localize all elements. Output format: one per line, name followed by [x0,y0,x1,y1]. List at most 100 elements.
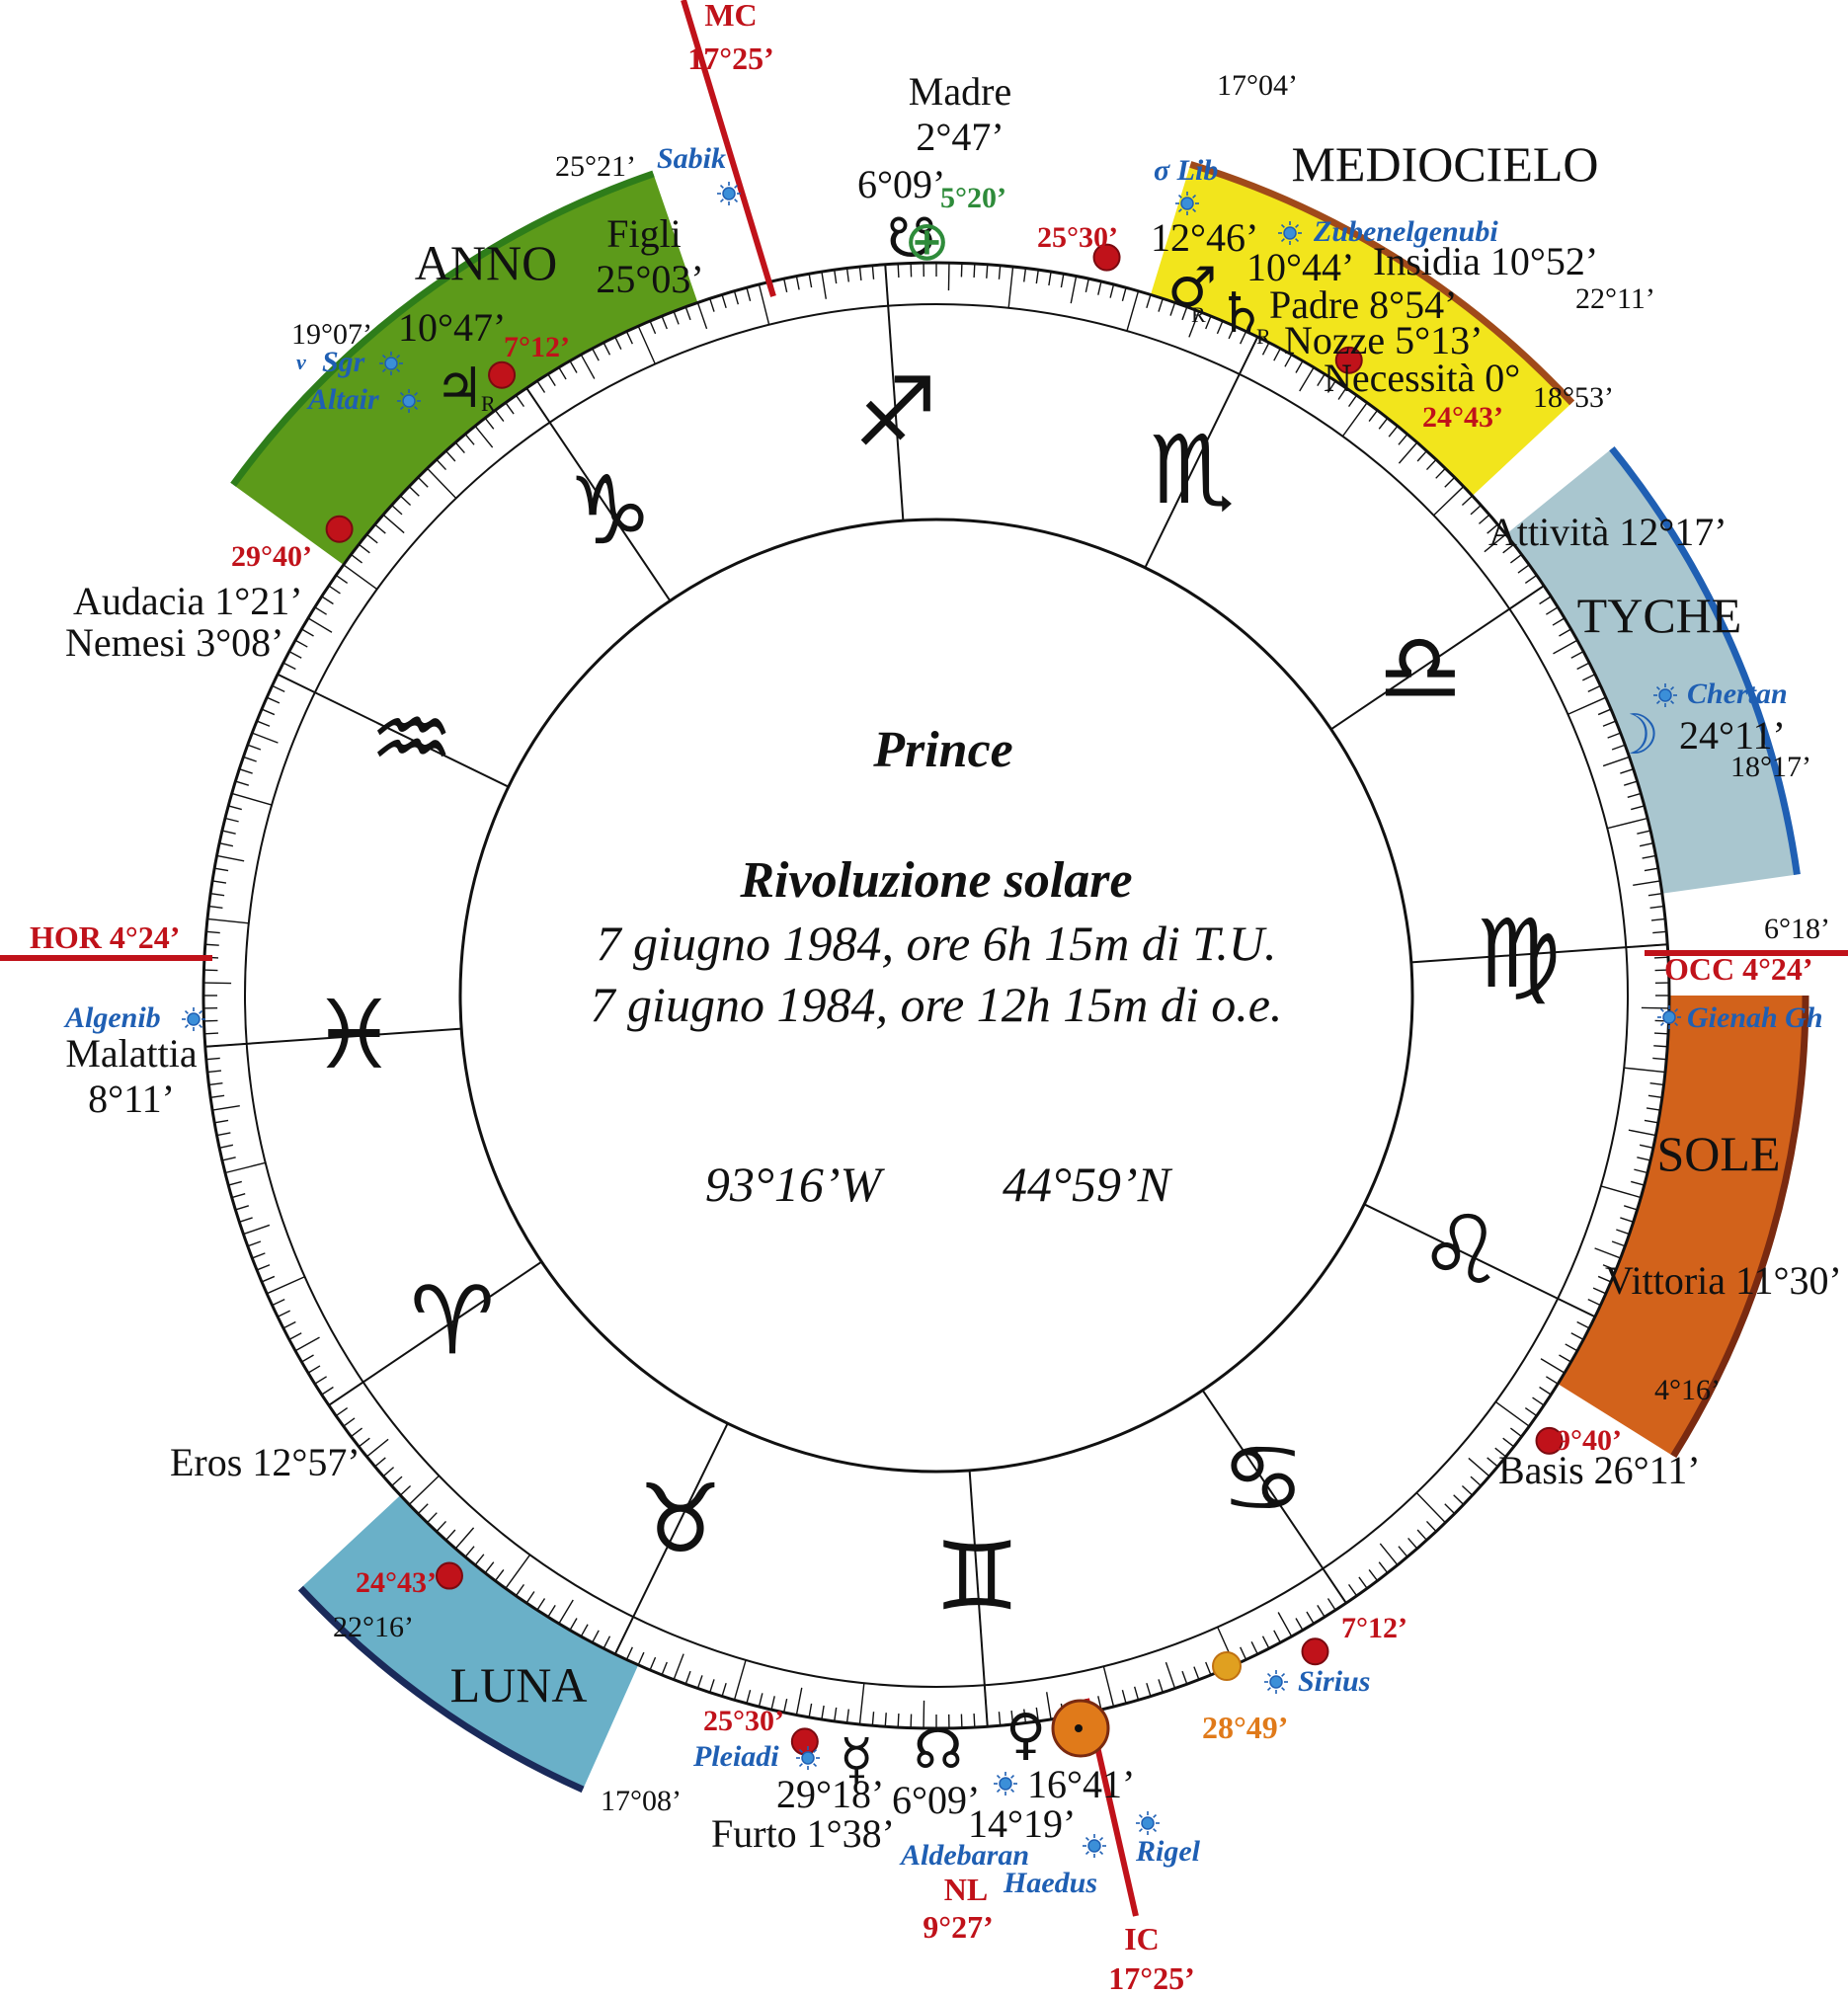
tick [1653,1045,1668,1048]
star-ray [1266,1687,1271,1692]
tick [649,320,657,335]
tick [1552,617,1566,626]
jupiter-retro: R [481,391,496,416]
tick [444,1529,456,1541]
tick [684,306,691,321]
tick [795,276,800,290]
tick [1060,274,1065,288]
tick [1216,320,1224,335]
sun-icon [1212,1651,1242,1681]
marker-label-5: 29°40’ [1541,1424,1622,1457]
tick [216,1132,231,1137]
tick [1158,298,1164,312]
tick [1453,1494,1465,1505]
star-ray [1138,1828,1143,1833]
tick [1546,606,1559,615]
tick [1398,434,1408,445]
mars-icon: ♂ [1167,256,1217,320]
tick [247,1240,262,1247]
tick [427,1512,438,1524]
tick [1644,1119,1658,1124]
sign-dividers [204,264,1668,1727]
tick [1647,1094,1662,1098]
tick [515,394,525,408]
star-ray [1295,238,1300,243]
mediocielo-deg-start: 17°04’ [1217,69,1298,102]
tick [228,1180,242,1186]
tick [1358,1576,1368,1589]
tick [709,1679,715,1693]
tick [1326,380,1336,393]
saturn-retro: R [1256,324,1271,349]
star-ray [381,368,386,373]
sign-divider [968,1470,989,1727]
star-ray [1085,1851,1089,1856]
tick [314,1376,327,1385]
red-markers [325,243,1564,1756]
sign-divider [1330,585,1545,731]
tick [1600,1185,1642,1199]
tick [998,1712,1002,1726]
tick [1639,1144,1653,1149]
tick [1347,394,1358,408]
tick [1594,1247,1621,1259]
tick [1368,409,1379,423]
tick [614,336,622,350]
tick [474,1554,485,1566]
tick [1587,1299,1601,1307]
tick [408,1475,440,1505]
tick [358,543,370,554]
earth-icon: ⊕ [904,209,950,274]
lot-insidia: Insidia 10°52’ [1373,239,1598,283]
tick [505,402,515,415]
lot-figli-deg: 25°03’ [596,257,703,301]
tick [1567,696,1607,715]
star-ray [719,184,724,189]
tick [1509,1427,1523,1438]
tick [808,1703,813,1717]
tick [746,287,752,301]
tick [350,1427,363,1438]
star-icons [182,182,1681,1858]
virgo-icon: ♍ [1477,899,1562,1009]
tick [1035,270,1039,284]
sector-sole-edge [1670,995,1809,1459]
tick [210,1094,225,1098]
tick [897,263,900,279]
tick [721,1682,727,1697]
tick [505,1554,531,1589]
tick [1553,639,1578,655]
mercury-icon: ☿ [840,1727,873,1792]
tick [1649,1082,1664,1086]
tick [1378,1561,1389,1574]
tick [261,708,276,716]
libra-icon: ♎ [1378,613,1463,724]
tick [214,1119,229,1124]
tick [1295,1618,1304,1631]
tick [261,1275,276,1283]
tick [294,1336,320,1352]
tick [858,1683,865,1725]
star-rigel: Rigel [1135,1835,1201,1868]
tick [733,290,740,305]
tick [1126,290,1140,332]
tick [1509,553,1523,564]
tick [219,1144,234,1149]
lot-madre-deg: 2°47’ [916,115,1004,159]
tick [547,1605,556,1618]
sector-sole-name: SOLE [1657,1126,1781,1181]
tick [1633,880,1660,886]
tick [1478,514,1490,524]
tick [1639,842,1653,847]
sector-tyche [1504,448,1798,895]
tyche-deg-start: 18°53’ [1533,381,1614,414]
lot-malattia: Malattia [65,1031,198,1076]
star-ray [1266,1672,1271,1677]
star-ray [399,406,404,411]
tick [1388,425,1399,438]
sign-divider [277,673,510,788]
native-name: Prince [872,722,1013,778]
star-ray [1177,194,1182,199]
tick [1647,893,1662,897]
tick [1623,1205,1638,1211]
